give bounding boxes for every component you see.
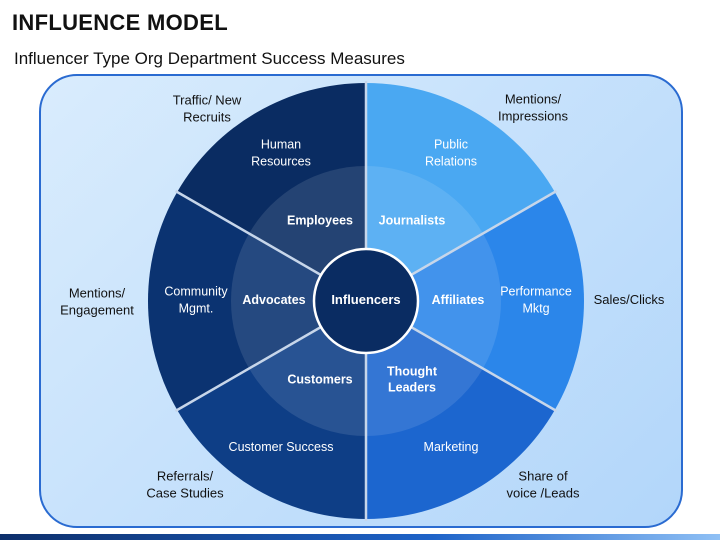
influencer-label-customers: Customers xyxy=(287,373,352,387)
segment-thought-leaders xyxy=(366,301,555,519)
department-label-thought-leaders: Marketing xyxy=(424,441,479,455)
measure-label-customers: Referrals/Case Studies xyxy=(146,469,224,501)
influencer-label-affiliates: Affiliates xyxy=(432,293,485,307)
center-label: Influencers xyxy=(331,292,400,307)
segment-employees xyxy=(177,83,366,301)
center-circle xyxy=(312,247,420,355)
wheel-center: Influencers xyxy=(312,247,420,355)
inner-ring-advocates xyxy=(230,233,366,369)
measure-label-journalists: Mentions/Impressions xyxy=(498,92,569,124)
page-title: INFLUENCE MODEL xyxy=(12,10,228,35)
wheel-segments xyxy=(148,83,584,519)
inner-ring-affiliates xyxy=(366,233,501,369)
influencer-label-employees: Employees xyxy=(287,214,353,228)
measure-label-advocates: Mentions/Engagement xyxy=(60,286,134,318)
influencer-label-advocates: Advocates xyxy=(242,293,305,307)
segment-journalists xyxy=(366,83,555,301)
measure-label-affiliates: Sales/Clicks xyxy=(594,292,665,307)
segment-affiliates xyxy=(366,192,584,410)
page-subtitle: Influencer Type Org Department Success M… xyxy=(14,49,405,68)
department-label-customers: Customer Success xyxy=(229,441,334,455)
segment-customers xyxy=(177,301,366,519)
segment-advocates xyxy=(148,192,366,410)
footer-bar xyxy=(0,534,720,540)
influencer-label-journalists: Journalists xyxy=(379,214,446,228)
